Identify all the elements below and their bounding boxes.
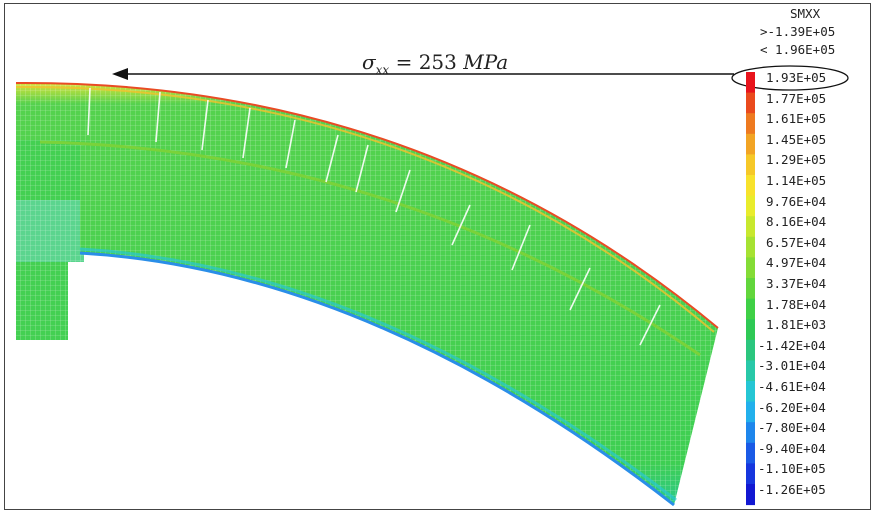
legend-label: -3.01E+04 xyxy=(758,358,826,374)
legend-range-max: < 1.96E+05 xyxy=(760,42,836,57)
legend-label: -1.10E+05 xyxy=(758,461,826,477)
top-surface-stress xyxy=(15,81,719,329)
legend-label: -1.42E+04 xyxy=(758,337,826,353)
curved-beam xyxy=(15,81,719,507)
legend-label: 1.81E+03 xyxy=(766,317,827,333)
mesh-partitions xyxy=(87,87,661,346)
legend-label: 1.77E+05 xyxy=(766,90,827,106)
legend-label: -6.20E+04 xyxy=(758,399,826,415)
bottom-surface-stress xyxy=(79,251,675,507)
legend-variable: SMXX xyxy=(790,6,821,21)
legend-swatch xyxy=(746,154,755,176)
legend-swatch xyxy=(746,216,755,238)
legend-label: -1.26E+05 xyxy=(758,482,826,497)
legend-swatch xyxy=(746,422,755,444)
legend-label: 3.37E+04 xyxy=(766,276,827,291)
annotation-subscript: xx xyxy=(375,63,390,77)
legend-swatch xyxy=(746,113,755,135)
legend-swatch xyxy=(746,319,755,341)
legend-swatch xyxy=(746,298,755,320)
legend-swatch xyxy=(746,175,755,197)
legend-swatch xyxy=(746,463,755,485)
legend-label: 6.57E+04 xyxy=(766,234,827,250)
legend-range-min: >-1.39E+05 xyxy=(760,24,836,39)
interface-line xyxy=(39,140,701,357)
legend-label: 1.14E+05 xyxy=(766,173,827,188)
legend-label: 9.76E+04 xyxy=(766,193,827,209)
legend-swatch xyxy=(746,195,755,217)
legend-label: 1.61E+05 xyxy=(766,111,827,127)
legend-swatch xyxy=(746,401,755,423)
stress-annotation: σxx = 253 MPa xyxy=(362,50,508,77)
legend-swatch xyxy=(746,484,755,506)
legend-color-bar xyxy=(746,72,755,506)
legend-swatch xyxy=(746,236,755,258)
annotation-symbol: σ xyxy=(362,50,376,74)
legend-label: 1.93E+05 xyxy=(766,70,827,85)
annotation-unit: MPa xyxy=(463,50,509,74)
legend-label: 1.78E+04 xyxy=(766,296,827,312)
legend-swatch xyxy=(746,92,755,114)
legend-swatch xyxy=(746,360,755,382)
legend-swatch xyxy=(746,133,755,155)
legend-label: 1.45E+05 xyxy=(766,131,827,147)
legend-swatch xyxy=(746,278,755,300)
legend-label: -4.61E+04 xyxy=(758,379,826,394)
annotation-value: 253 xyxy=(418,50,457,74)
legend-swatch xyxy=(746,381,755,403)
max-value-highlight xyxy=(731,65,849,91)
legend-swatch xyxy=(746,339,755,361)
annotation-equals: = xyxy=(395,50,413,74)
legend-label: -9.40E+04 xyxy=(758,440,826,456)
legend-swatch xyxy=(746,257,755,279)
legend-swatch xyxy=(746,442,755,464)
annotation-arrow xyxy=(112,68,734,80)
legend-label: 8.16E+04 xyxy=(766,214,827,230)
legend-label: 4.97E+04 xyxy=(766,255,827,271)
legend-swatch xyxy=(746,72,755,94)
legend-label: 1.29E+05 xyxy=(766,152,827,168)
legend-label: -7.80E+04 xyxy=(758,420,826,436)
